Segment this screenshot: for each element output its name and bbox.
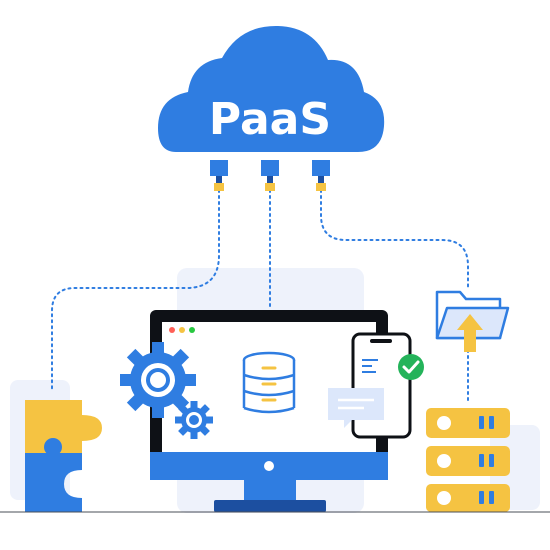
puzzle-piece-blue [25, 453, 82, 512]
chat-bubble-icon [328, 388, 384, 428]
puzzle-icon [25, 400, 102, 512]
cloud-icon [158, 25, 385, 152]
folder-upload-icon [435, 290, 510, 352]
connector-line-left [51, 189, 220, 393]
connector-lines [51, 189, 469, 403]
database-icon [242, 351, 296, 414]
cloud-label: PaaS [209, 94, 331, 145]
window-dot-green [189, 327, 195, 333]
server-unit [426, 446, 510, 476]
cable-plug-left [210, 160, 228, 191]
checkmark-icon [398, 354, 424, 380]
server-unit [426, 408, 510, 438]
upload-arrow-icon [457, 314, 483, 352]
cable-plug-center [261, 160, 279, 191]
smartphone-icon [351, 332, 412, 439]
server-unit [426, 484, 510, 512]
server-rack-icon [426, 408, 510, 512]
cable-plug-right [312, 160, 330, 191]
monitor-power-dot [264, 461, 274, 471]
gear-icon-large [120, 342, 196, 418]
puzzle-piece-yellow [25, 400, 102, 453]
connector-line-right [320, 189, 469, 291]
gear-icon-small [175, 401, 213, 439]
window-dot-yellow [179, 327, 185, 333]
window-dot-red [169, 327, 175, 333]
